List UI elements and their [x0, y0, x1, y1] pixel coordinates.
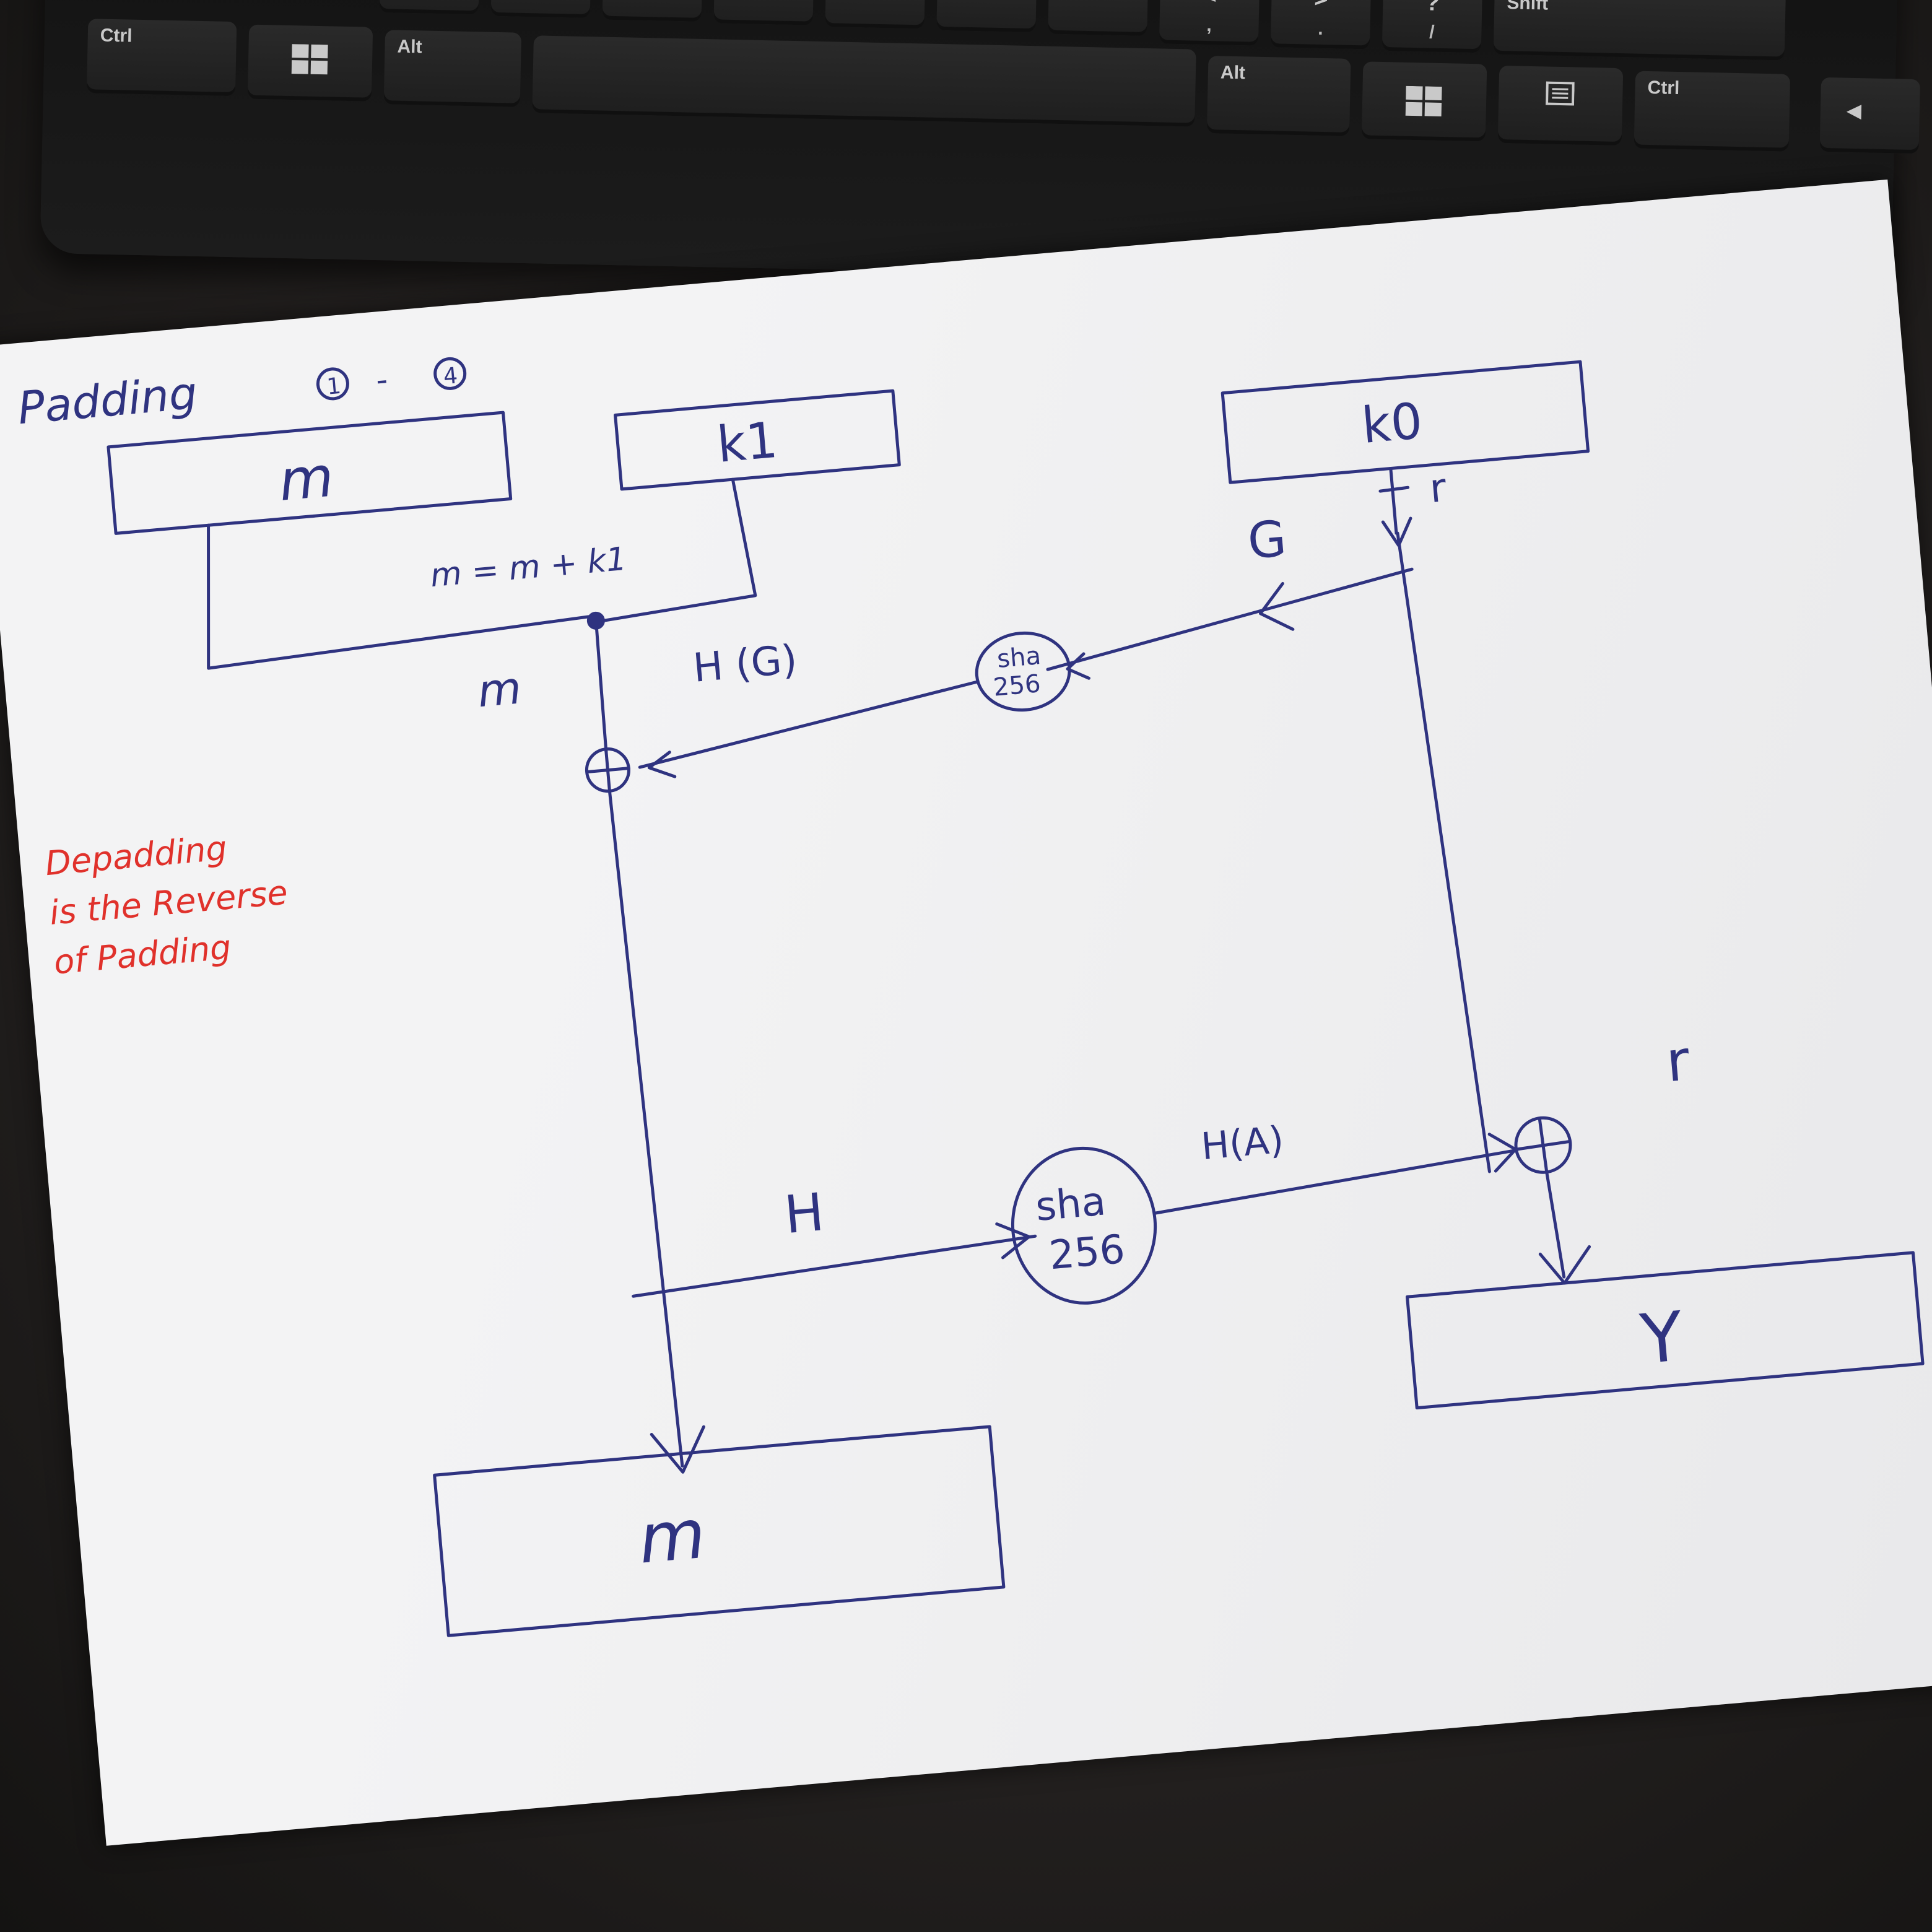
- title-step-end: 4: [442, 363, 458, 389]
- key-comma: < ,: [1159, 0, 1260, 46]
- key-period: > .: [1270, 0, 1372, 50]
- menu-key-icon: [1546, 81, 1575, 106]
- key-left-win: [247, 24, 373, 102]
- h-line: [632, 1234, 1037, 1298]
- keyboard: Z X C V B N M < , > . ? / Shift Ctrl Alt…: [40, 0, 1921, 292]
- key-label: N: [937, 0, 1037, 3]
- paper-sheet: Padding 1 - 4 m k1 k0 r m = m + k1 m G H…: [0, 179, 1932, 1846]
- sha-small-bottom: 256: [992, 669, 1042, 702]
- m-top-box: [107, 411, 513, 535]
- left-vertical-top: [594, 626, 608, 754]
- m-bottom-box: [433, 1425, 1006, 1637]
- sha-large-top: sha: [1033, 1178, 1107, 1230]
- key-right-ctrl: Ctrl: [1634, 71, 1791, 152]
- m-mid-label: m: [476, 661, 523, 717]
- key-label: M: [1048, 0, 1148, 7]
- note-line-3: of Padding: [52, 928, 232, 982]
- step-circle-1: [316, 367, 349, 401]
- key-left-arrow: [1819, 77, 1921, 154]
- y-arrow-line: [1545, 1171, 1566, 1279]
- key-label: Ctrl: [100, 25, 133, 46]
- key-m: M: [1048, 0, 1149, 36]
- g-line: [1046, 567, 1414, 671]
- g-label: G: [1245, 510, 1289, 570]
- left-vertical-line: [608, 790, 684, 1468]
- key-sublabel: /: [1429, 22, 1435, 43]
- hg-line: [638, 680, 979, 769]
- y-label: Y: [1637, 1297, 1686, 1380]
- m-bottom-label: m: [635, 1494, 708, 1579]
- windows-key-icon: [1405, 85, 1442, 116]
- join-dot: [586, 611, 605, 630]
- key-right-alt: Alt: [1206, 56, 1351, 136]
- diagram-title: Padding: [15, 367, 199, 434]
- key-c: C: [602, 0, 703, 22]
- k0-box: [1221, 360, 1590, 484]
- key-label: Shift: [1507, 0, 1549, 14]
- g-arrowhead: [1258, 581, 1295, 631]
- key-label: Ctrl: [1647, 77, 1680, 99]
- key-label: ?: [1425, 0, 1440, 16]
- r-top-label: r: [1428, 465, 1448, 512]
- ha-label: H(A): [1199, 1118, 1286, 1168]
- step-circle-4: [433, 357, 467, 390]
- left-arrow-key-icon: [1846, 105, 1862, 120]
- key-space: [532, 35, 1196, 127]
- key-label: <: [1160, 0, 1260, 11]
- key-slash: ? /: [1382, 0, 1483, 53]
- key-right-win: [1361, 61, 1487, 142]
- r-right-label: r: [1664, 1028, 1692, 1095]
- sha-large-circle: [1011, 1146, 1157, 1305]
- key-z: Z: [379, 0, 480, 15]
- k1-label: k1: [715, 411, 780, 474]
- hg-label: H (G): [692, 637, 799, 691]
- k0-label: k0: [1360, 392, 1425, 455]
- m-top-label: m: [276, 445, 336, 514]
- title-step-start: 1: [326, 373, 342, 400]
- key-n: N: [936, 0, 1037, 33]
- key-label: >: [1271, 0, 1371, 14]
- hand-drawn-diagram: Padding 1 - 4 m k1 k0 r m = m + k1 m G H…: [15, 357, 1925, 1637]
- key-right-shift: Shift: [1493, 0, 1786, 61]
- m-to-join-line: [207, 523, 598, 670]
- key-menu: [1497, 65, 1624, 146]
- note-line-2: is the Reverse: [48, 873, 289, 933]
- windows-key-icon: [291, 44, 328, 75]
- key-left-alt: Alt: [383, 30, 522, 107]
- sha-small-top: sha: [996, 642, 1042, 674]
- note-line-1: Depadding: [43, 829, 228, 883]
- title-step-dash: -: [375, 361, 389, 399]
- formula-label: m = m + k1: [429, 541, 628, 594]
- key-sublabel: .: [1317, 18, 1324, 39]
- k1-to-join-line: [594, 477, 757, 624]
- key-sublabel: ,: [1206, 15, 1212, 36]
- ha-line: [1152, 1149, 1515, 1215]
- y-box: [1406, 1251, 1925, 1410]
- key-label: Alt: [397, 36, 422, 58]
- r-line-top: [1389, 467, 1398, 535]
- k1-box: [614, 389, 901, 491]
- key-x: X: [490, 0, 591, 19]
- right-vertical-line: [1396, 531, 1491, 1173]
- key-b: B: [825, 0, 926, 29]
- sha-large-bottom: 256: [1047, 1227, 1126, 1279]
- key-label: Alt: [1220, 62, 1246, 84]
- h-label: H: [782, 1181, 826, 1245]
- key-v: V: [713, 0, 814, 25]
- m-bottom-arrowhead: [650, 1425, 705, 1474]
- key-left-ctrl: Ctrl: [86, 19, 237, 97]
